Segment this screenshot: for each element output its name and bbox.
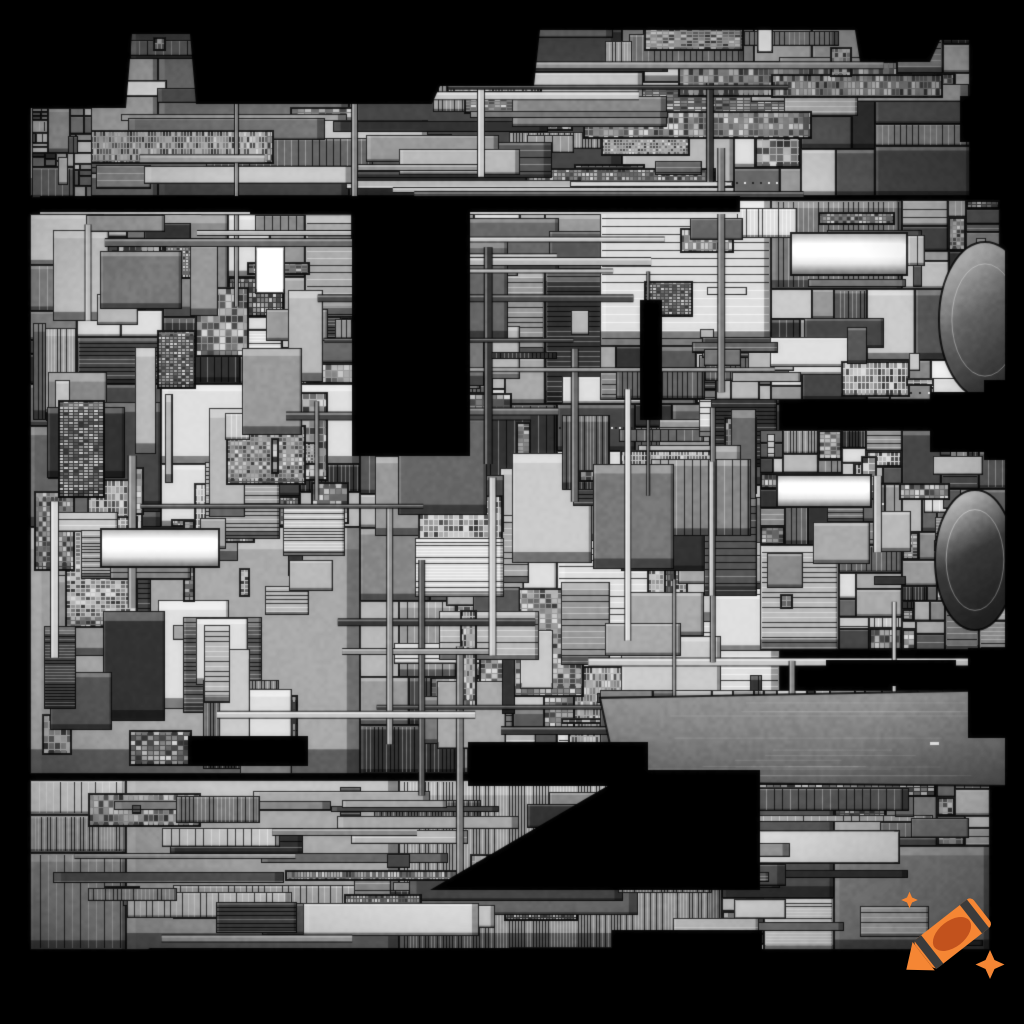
greeble-render-surface (0, 0, 1024, 1024)
image-canvas: A highly detailed black and white illust… (0, 0, 1024, 1024)
greeble-artwork (0, 0, 1024, 1024)
